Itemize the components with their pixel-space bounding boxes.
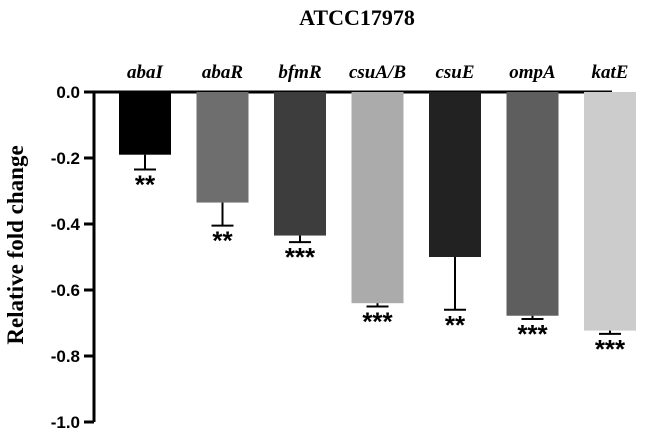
significance-marker: ** — [212, 226, 233, 256]
category-label: ompA — [509, 62, 555, 83]
y-tick-label: -0.8 — [51, 347, 80, 366]
category-label: abaI — [127, 62, 164, 83]
bar — [506, 92, 559, 316]
y-tick-label: -0.6 — [51, 281, 80, 300]
significance-marker: *** — [595, 334, 626, 364]
significance-marker: ** — [445, 310, 466, 340]
category-label: abaR — [202, 62, 243, 83]
category-label: csuA/B — [349, 62, 406, 83]
significance-marker: *** — [517, 319, 548, 349]
bar — [351, 92, 404, 304]
bar — [584, 92, 636, 331]
bar — [196, 92, 249, 203]
y-tick-label: -0.4 — [51, 215, 81, 234]
bar — [429, 92, 481, 257]
y-tick-label: 0.0 — [56, 83, 80, 102]
bar — [119, 92, 171, 155]
y-tick-label: -0.2 — [51, 149, 80, 168]
category-label: bfmR — [278, 62, 321, 83]
y-tick-label: -1.0 — [51, 413, 80, 432]
y-axis-label: Relative fold change — [3, 145, 28, 344]
significance-marker: ** — [135, 170, 156, 200]
category-label: katE — [592, 62, 629, 83]
chart-title: ATCC17978 — [299, 5, 415, 30]
significance-marker: *** — [362, 307, 393, 337]
significance-marker: *** — [285, 242, 316, 272]
bar — [274, 92, 326, 236]
category-label: csuE — [435, 62, 474, 83]
